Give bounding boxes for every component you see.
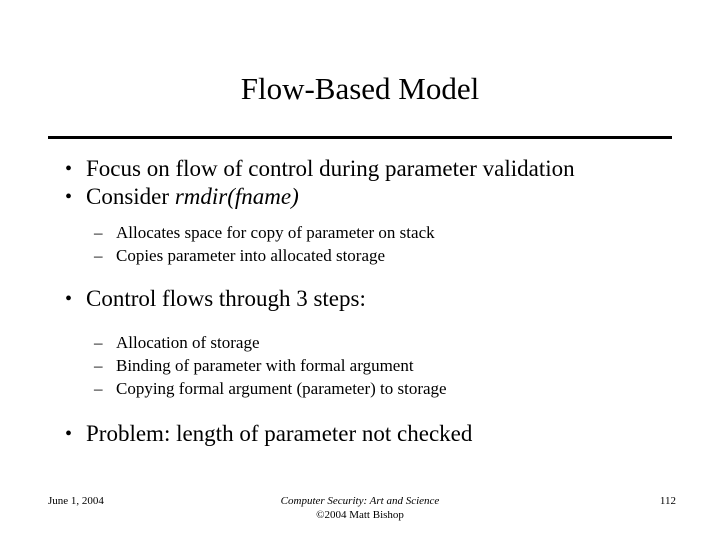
footer-date: June 1, 2004 <box>48 495 104 507</box>
bullet-marker: • <box>65 288 73 310</box>
list-item-text: Binding of parameter with formal argumen… <box>116 356 414 375</box>
bullet-marker: • <box>65 423 73 445</box>
sub-bullet-list: – Allocation of storage – Binding of par… <box>48 331 678 400</box>
dash-marker: – <box>94 379 103 398</box>
list-item-text-prefix: Consider <box>86 184 175 209</box>
footer-attribution: Computer Security: Art and Science ©2004… <box>0 494 720 522</box>
footer-copyright-line: ©2004 Matt Bishop <box>316 509 404 521</box>
list-item: • Problem: length of parameter not check… <box>48 420 678 448</box>
list-item: – Copies parameter into allocated storag… <box>48 244 678 267</box>
list-item: – Copying formal argument (parameter) to… <box>48 377 678 400</box>
list-item: • Control flows through 3 steps: <box>48 285 678 313</box>
slide-footer: June 1, 2004 Computer Security: Art and … <box>0 494 720 540</box>
sub-bullet-list: – Allocates space for copy of parameter … <box>48 221 678 267</box>
dash-marker: – <box>94 246 103 265</box>
list-item-text: Allocates space for copy of parameter on… <box>116 223 435 242</box>
bullet-marker: • <box>65 158 73 180</box>
list-item: – Allocates space for copy of parameter … <box>48 221 678 244</box>
list-item: • Focus on flow of control during parame… <box>48 155 678 183</box>
spacer <box>48 313 678 325</box>
footer-title-line: Computer Security: Art and Science <box>280 495 440 507</box>
spacer <box>48 211 678 215</box>
list-item: – Allocation of storage <box>48 331 678 354</box>
list-item-text: Control flows through 3 steps: <box>86 286 366 311</box>
dash-marker: – <box>94 356 103 375</box>
list-item: – Binding of parameter with formal argum… <box>48 354 678 377</box>
list-item-text: Copies parameter into allocated storage <box>116 246 386 265</box>
list-item-text: Allocation of storage <box>116 333 260 352</box>
spacer <box>48 406 678 420</box>
page-number: 112 <box>659 495 676 507</box>
dash-marker: – <box>94 333 103 352</box>
list-item-text-emphasis: rmdir(fname) <box>174 184 299 209</box>
list-item-text: Problem: length of parameter not checked <box>86 421 473 446</box>
list-item-text: Focus on flow of control during paramete… <box>86 156 575 181</box>
list-item-text: Copying formal argument (parameter) to s… <box>116 379 447 398</box>
title-divider <box>48 136 672 139</box>
bullet-list: • Focus on flow of control during parame… <box>48 155 678 448</box>
page-title: Flow-Based Model <box>240 71 480 106</box>
list-item: • Consider rmdir(fname) <box>48 183 678 211</box>
spacer <box>48 273 678 285</box>
dash-marker: – <box>94 223 103 242</box>
bullet-marker: • <box>65 186 73 208</box>
slide-body: • Focus on flow of control during parame… <box>48 155 678 448</box>
